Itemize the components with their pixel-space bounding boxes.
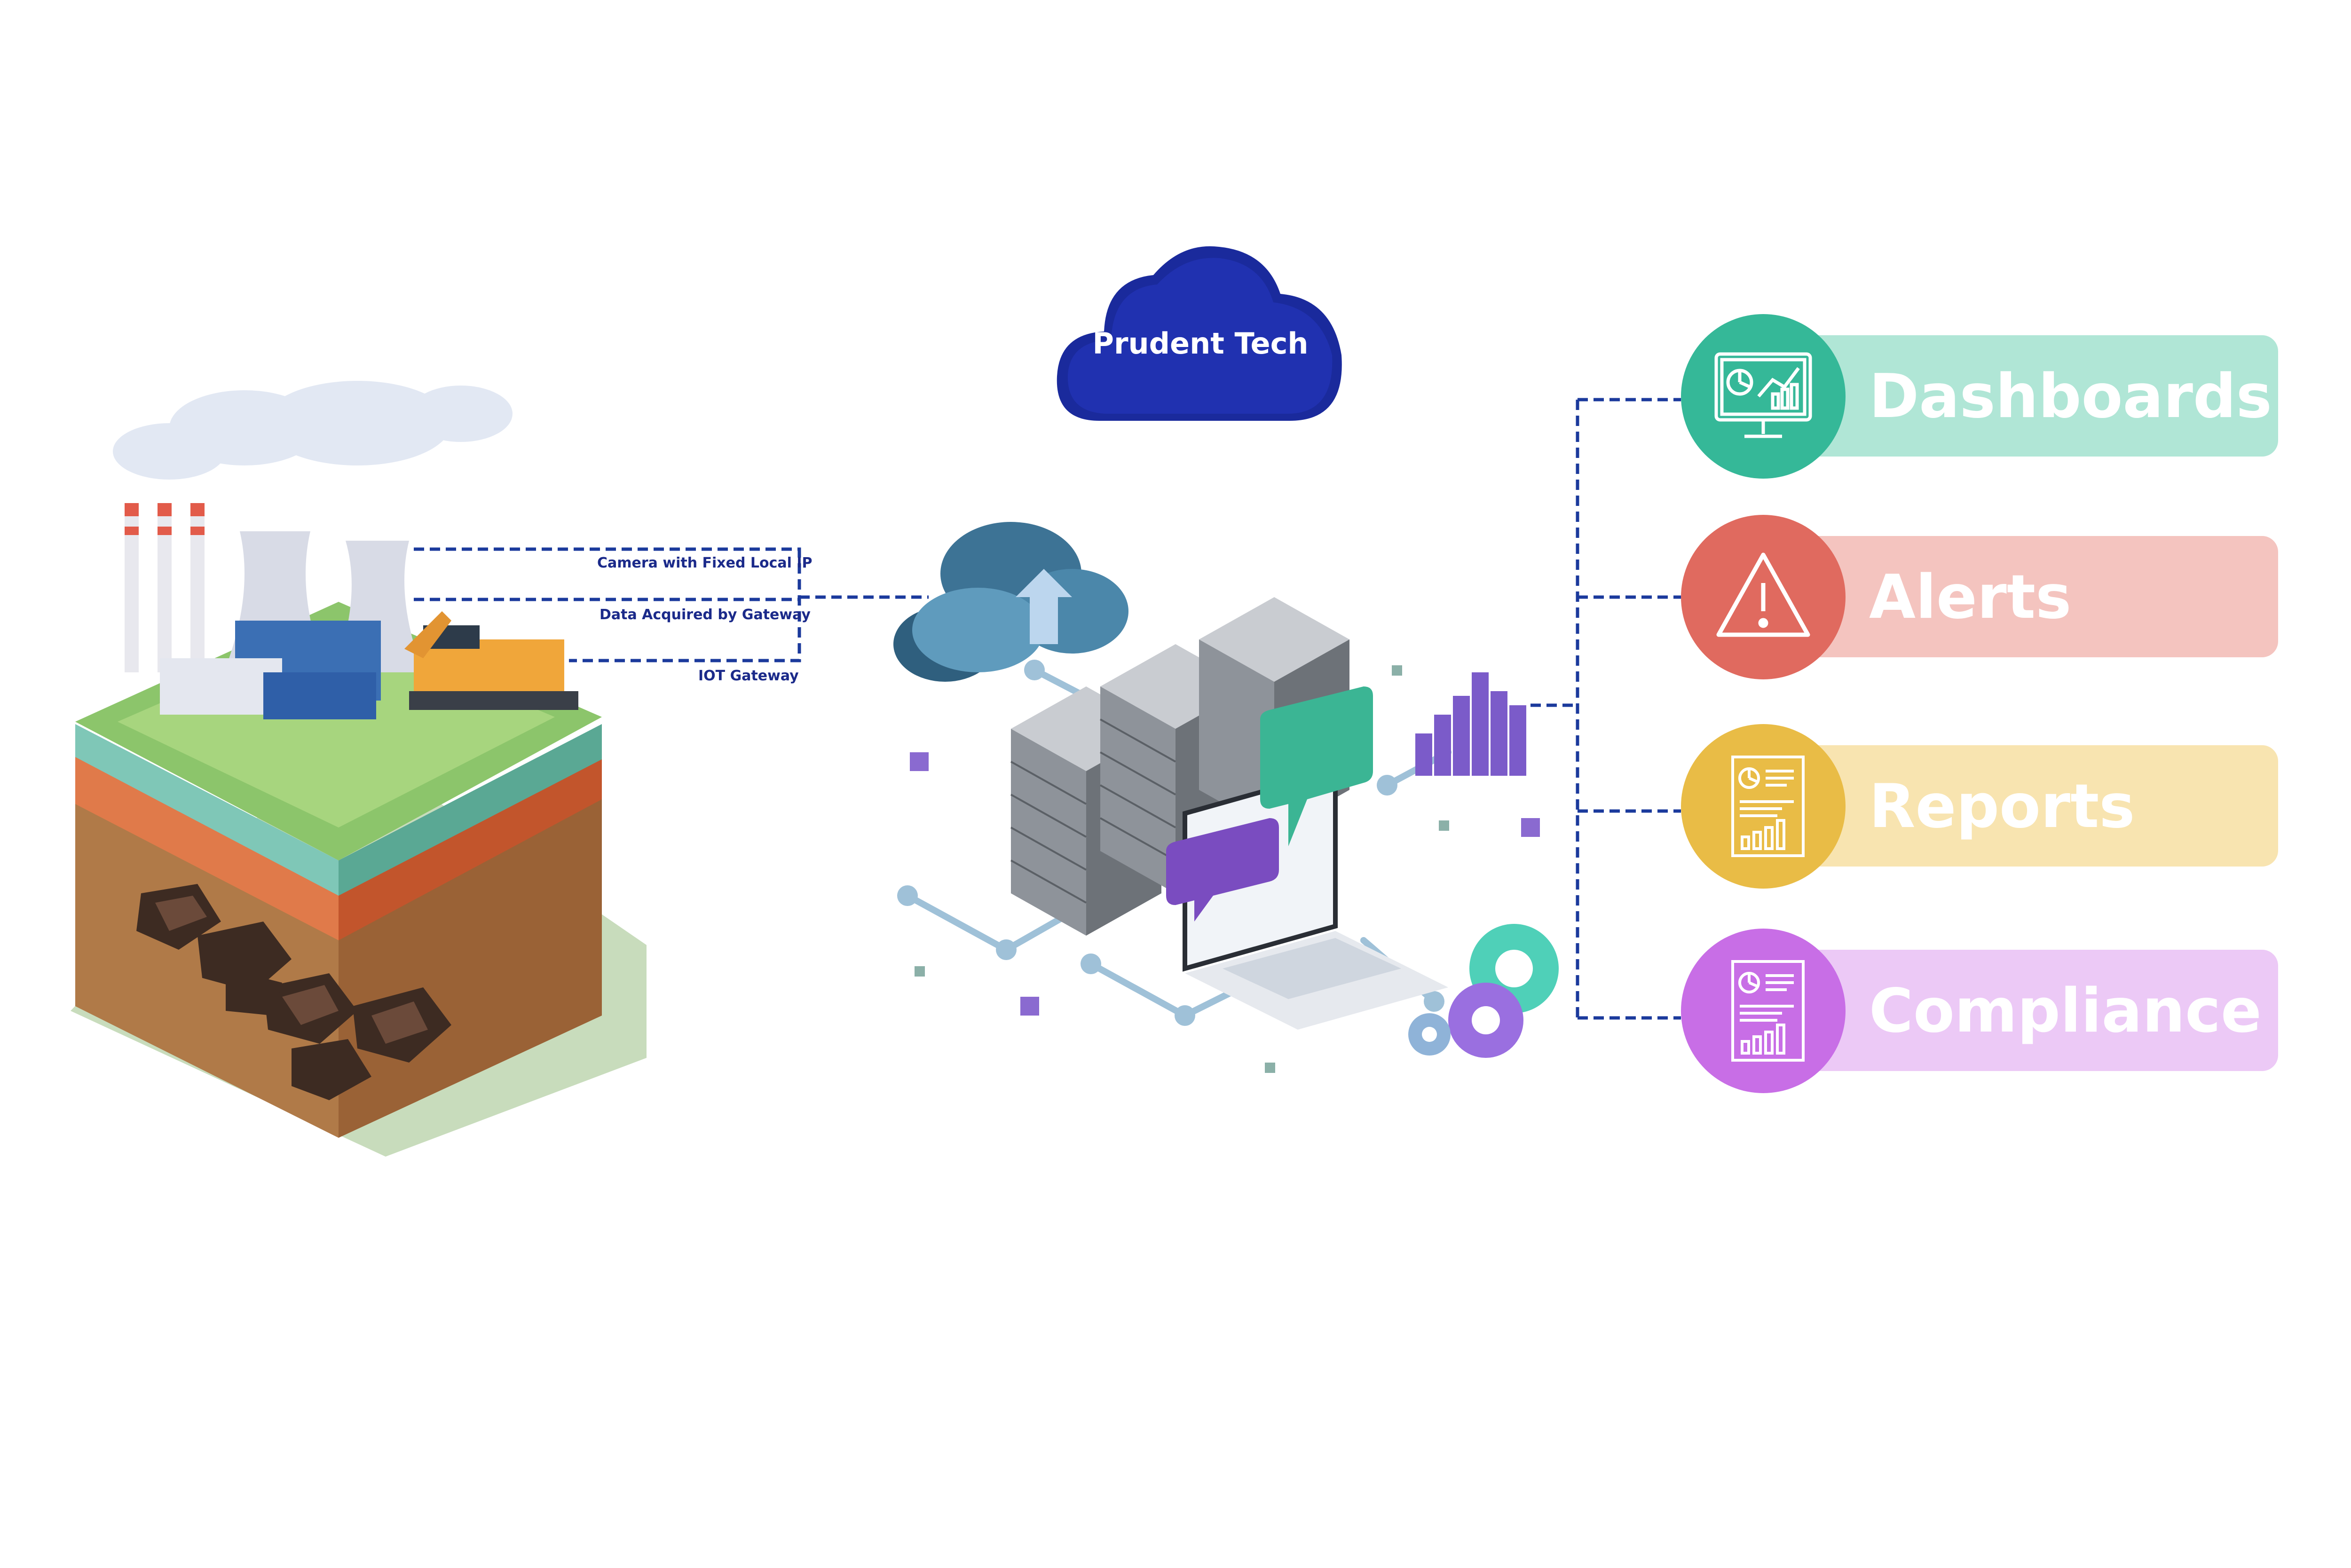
server-cloud-illustration — [893, 522, 1559, 1073]
reports-label: Reports — [1869, 771, 2135, 842]
reports-pill — [1784, 745, 2278, 867]
output-alerts: Alerts — [1681, 515, 2278, 679]
report-document-icon — [1731, 756, 1805, 857]
cloud-title-label: Prudent Tech — [1092, 326, 1309, 361]
warning-triangle-icon — [1716, 552, 1810, 637]
output-reports: Reports — [1681, 724, 2278, 889]
compliance-pill — [1784, 950, 2278, 1071]
dashboards-pill — [1784, 335, 2278, 457]
gateway-connector — [414, 547, 929, 662]
reports-circle — [1681, 724, 1846, 889]
alerts-label: Alerts — [1869, 562, 2072, 632]
dashboards-label: Dashboards — [1869, 361, 2272, 432]
alerts-pill — [1784, 536, 2278, 657]
output-connector — [1531, 398, 1681, 1020]
cloud-icon — [1057, 246, 1342, 421]
iot-gateway-label: IOT Gateway — [698, 668, 799, 684]
output-compliance: Compliance — [1681, 929, 2278, 1093]
compliance-document-icon — [1731, 960, 1805, 1062]
mine-site-illustration — [71, 381, 647, 1157]
dashboards-circle — [1681, 314, 1846, 479]
compliance-circle — [1681, 929, 1846, 1093]
compliance-label: Compliance — [1869, 976, 2262, 1046]
gateway-data-label: Data Acquired by Gateway — [600, 607, 811, 623]
dashboard-monitor-icon — [1714, 352, 1812, 438]
camera-label: Camera with Fixed Local IP — [597, 555, 813, 571]
output-dashboards: Dashboards — [1681, 314, 2278, 479]
prudent-tech-cloud: Prudent Tech — [1055, 237, 1346, 425]
